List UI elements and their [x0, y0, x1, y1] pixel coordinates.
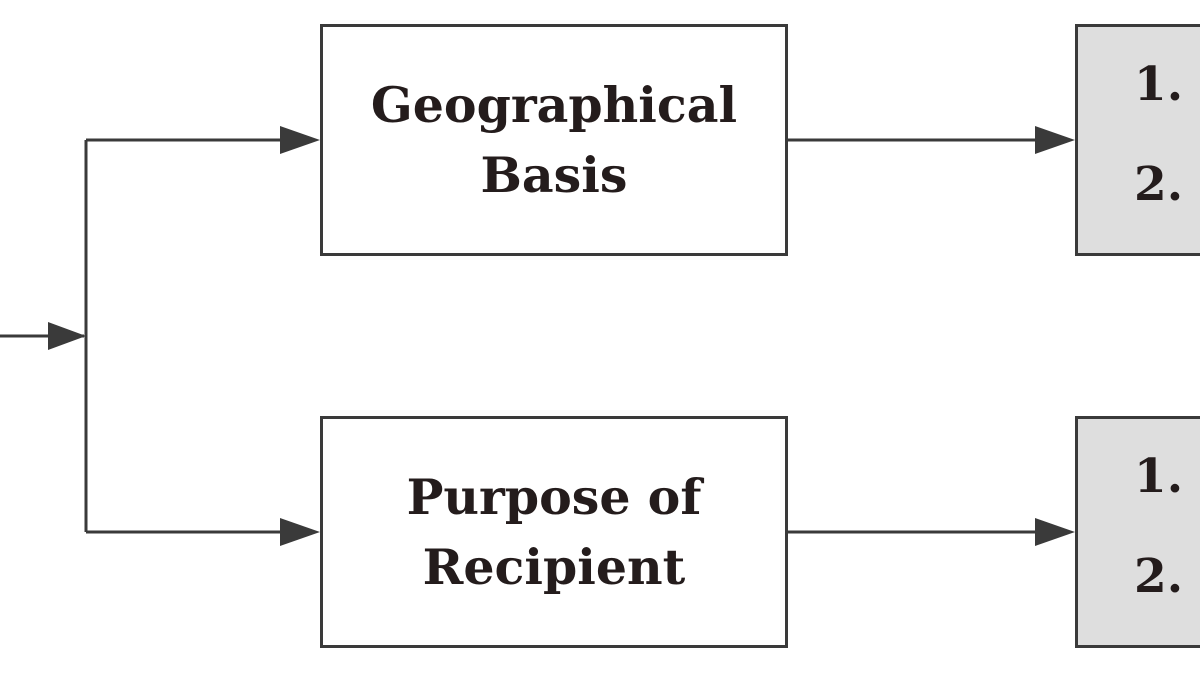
- branch-arrowhead-geographical: [280, 126, 320, 154]
- output-arrowhead-purpose: [1035, 518, 1075, 546]
- list-geographical: 1. 2.: [1075, 24, 1200, 256]
- list-item: 2.: [1134, 549, 1184, 604]
- list-item: 1.: [1134, 449, 1184, 504]
- node-geographical-line2: Basis: [480, 146, 628, 204]
- output-arrowhead-geographical: [1035, 126, 1075, 154]
- node-geographical-basis: Geographical Basis: [320, 24, 788, 256]
- node-purpose-of-recipient: Purpose of Recipient: [320, 416, 788, 648]
- list-item: 2.: [1134, 157, 1184, 212]
- list-item: 1.: [1134, 57, 1184, 112]
- list-purpose: 1. 2.: [1075, 416, 1200, 648]
- incoming-arrowhead: [48, 322, 86, 350]
- node-purpose-line2: Recipient: [422, 538, 686, 596]
- branch-arrowhead-purpose: [280, 518, 320, 546]
- node-geographical-line1: Geographical: [370, 76, 738, 134]
- node-purpose-line1: Purpose of: [406, 468, 702, 526]
